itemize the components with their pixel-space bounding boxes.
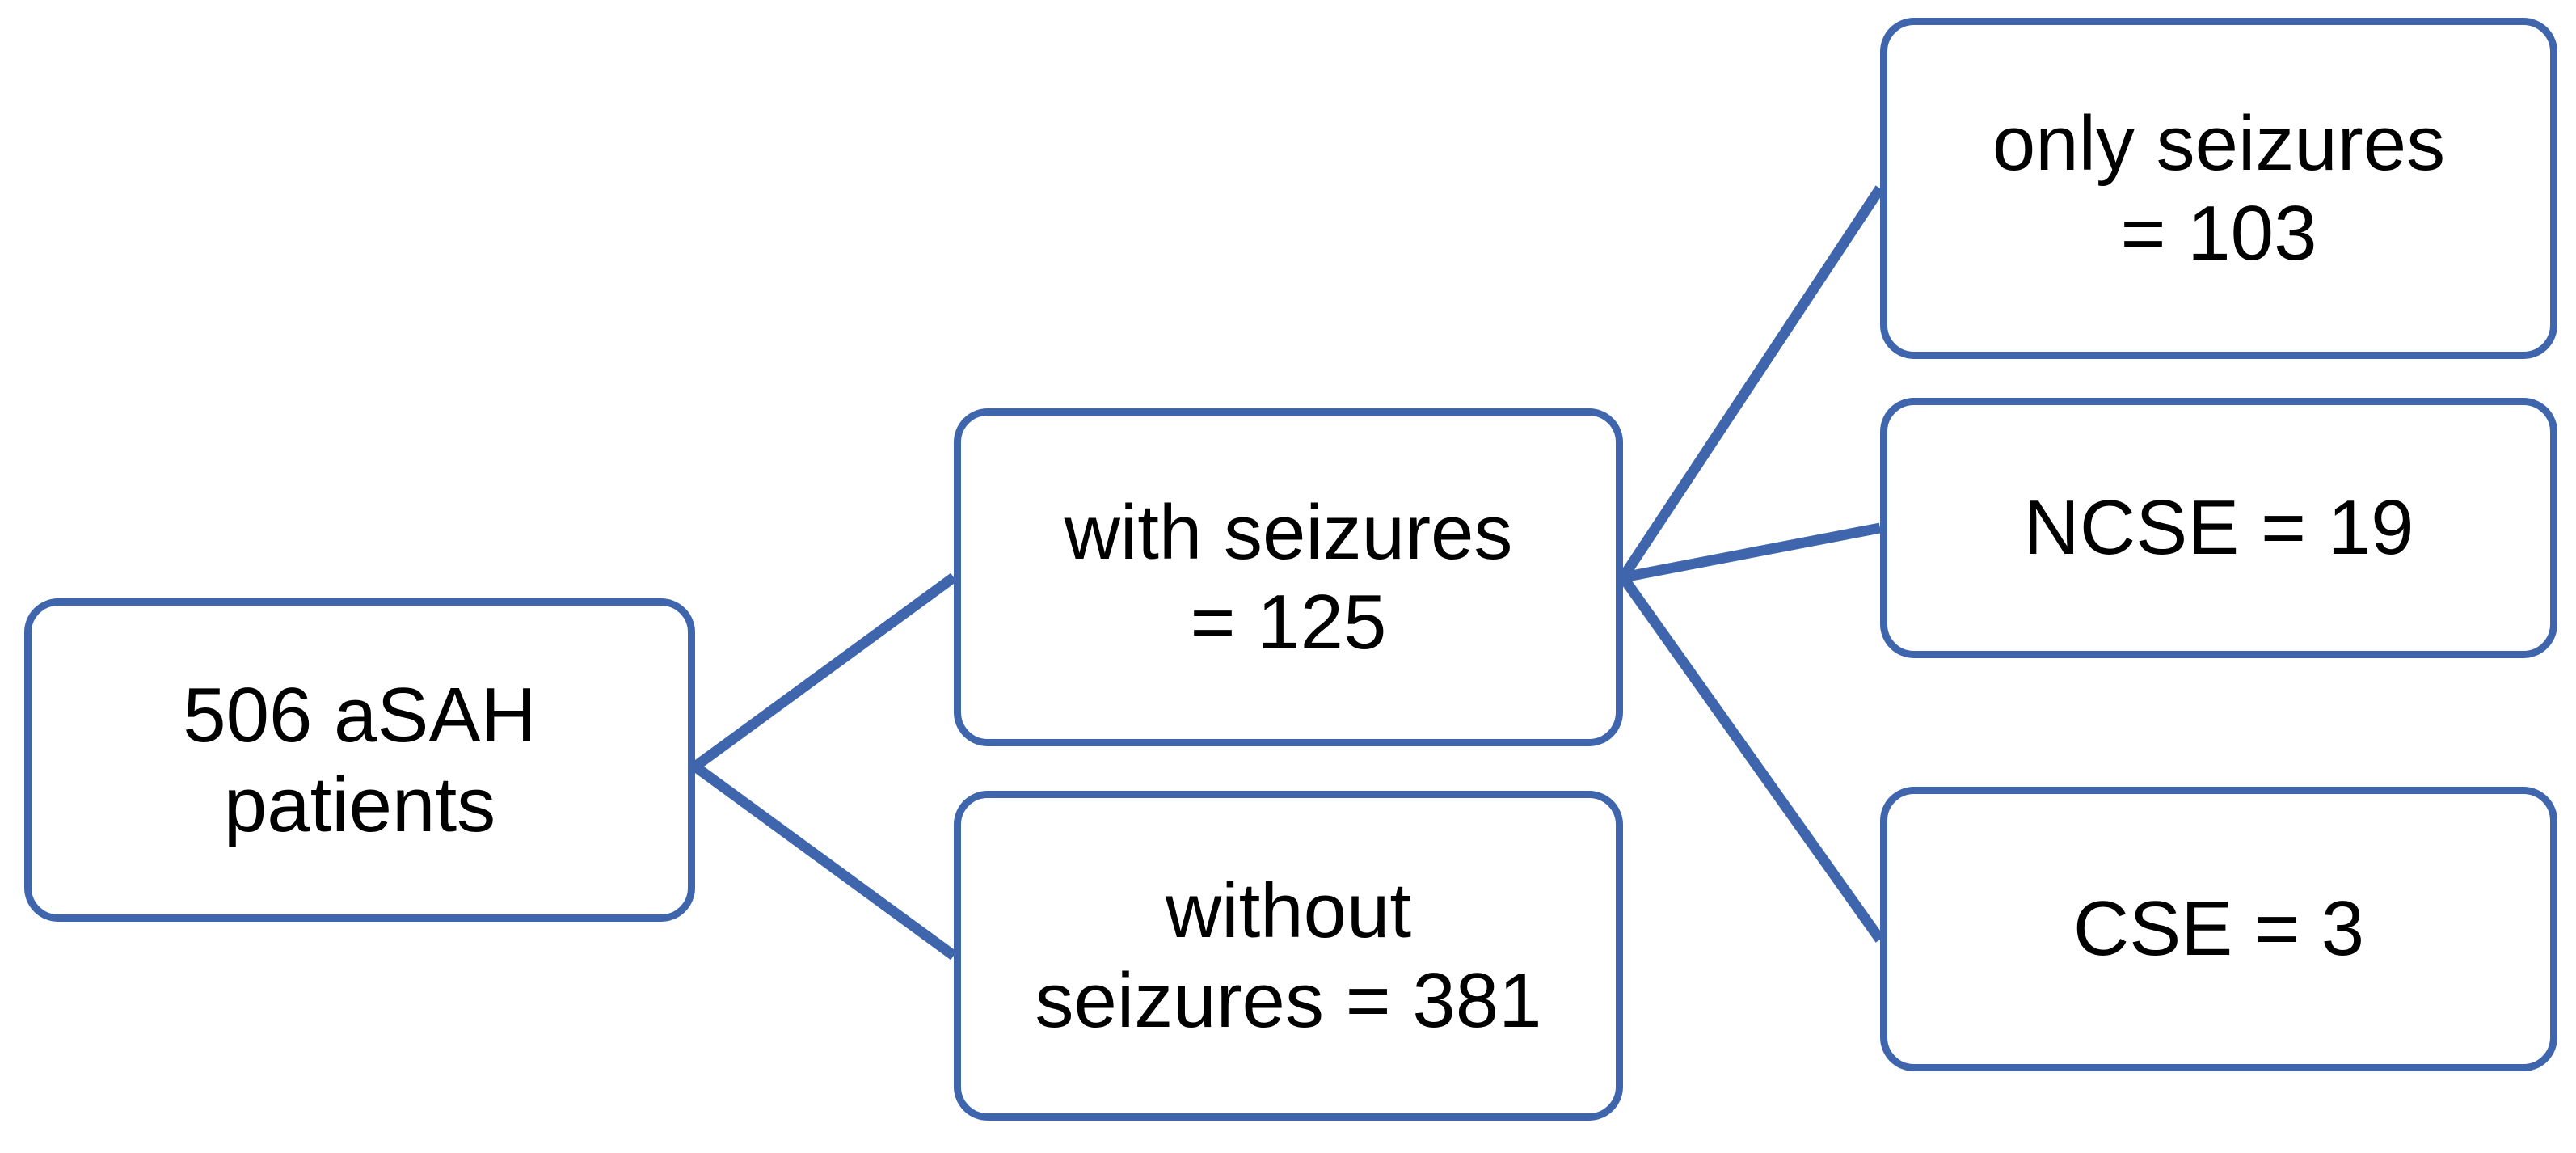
node-with-seizures-label: with seizures = 125	[1064, 488, 1513, 665]
node-root-label: 506 aSAH patients	[183, 671, 537, 848]
node-cse-label: CSE = 3	[2072, 885, 2365, 973]
node-root-cohort[interactable]: 506 aSAH patients	[24, 598, 695, 922]
edge-root-to-without-seizures	[692, 762, 957, 961]
node-ncse[interactable]: NCSE = 19	[1880, 398, 2557, 658]
node-cse[interactable]: CSE = 3	[1880, 787, 2557, 1071]
node-without-seizures[interactable]: without seizures = 381	[954, 791, 1623, 1121]
node-only-seizures[interactable]: only seizures = 103	[1880, 18, 2557, 359]
node-only-seizures-label: only seizures = 103	[1992, 99, 2446, 277]
edge-with-seizures-to-only-seizures	[1618, 185, 1885, 581]
node-without-seizures-label: without seizures = 381	[1035, 867, 1542, 1044]
node-with-seizures[interactable]: with seizures = 125	[954, 408, 1623, 746]
edge-with-seizures-to-cse	[1618, 574, 1885, 943]
edge-root-to-with-seizures	[692, 572, 957, 771]
edge-with-seizures-to-ncse	[1621, 522, 1882, 583]
node-ncse-label: NCSE = 19	[2023, 484, 2414, 572]
